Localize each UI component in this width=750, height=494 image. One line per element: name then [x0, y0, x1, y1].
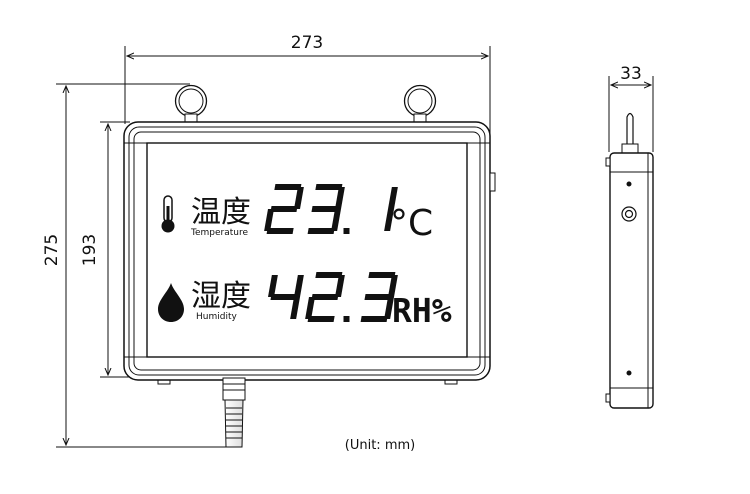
humidity-label-en: Humidity [196, 312, 237, 322]
decimal-point [343, 228, 350, 234]
display-digit [307, 184, 345, 234]
digit-segment [290, 297, 300, 319]
total-height-dimension [56, 83, 235, 448]
display-digit [305, 272, 345, 322]
digit-segment [307, 228, 335, 234]
digit-segment [266, 228, 294, 234]
digit-segment [384, 209, 394, 231]
digit-segment [305, 297, 315, 319]
side-view [605, 112, 654, 409]
unit-note: (Unit: mm) [345, 438, 415, 453]
digit-segment [307, 316, 335, 322]
water-drop-icon [158, 283, 184, 322]
depth-dimension [608, 76, 654, 152]
total-height-label: 275 [42, 234, 62, 266]
digit-segment [388, 187, 398, 209]
display-digit [384, 187, 398, 231]
hanging-ring-left [174, 84, 208, 124]
sensor-probe [222, 377, 246, 448]
digit-segment [368, 272, 396, 278]
temperature-unit: °C [390, 203, 433, 244]
digit-segment [270, 294, 298, 300]
digit-segment [311, 206, 339, 212]
front-view: 温度 Temperature °C 湿度 Humidity RH% [123, 84, 496, 448]
humidity-label-cn: 湿度 [191, 279, 251, 314]
temperature-label-en: Temperature [190, 228, 248, 238]
width-label: 273 [291, 33, 323, 53]
thermometer-icon [161, 195, 175, 233]
humidity-unit: RH% [392, 291, 452, 330]
digit-segment [311, 294, 339, 300]
digit-segment [264, 209, 274, 231]
display-digit [360, 272, 398, 322]
digit-segment [294, 275, 304, 297]
digit-segment [294, 187, 304, 209]
humidity-value [268, 272, 398, 322]
display-digit [268, 275, 304, 319]
temperature-label-cn: 温度 [191, 195, 251, 230]
decimal-point [343, 316, 350, 322]
digit-segment [335, 187, 345, 209]
digit-segment [335, 275, 345, 297]
digit-segment [315, 272, 343, 278]
digit-segment [360, 316, 388, 322]
digit-segment [331, 209, 341, 231]
body-height-label: 193 [80, 234, 100, 266]
digit-segment [384, 297, 394, 319]
display-digit [264, 184, 304, 234]
temperature-value [264, 184, 398, 234]
depth-label: 33 [620, 64, 642, 84]
digit-segment [268, 275, 278, 297]
digit-segment [315, 184, 343, 190]
digit-segment [270, 206, 298, 212]
hanging-ring-right [403, 84, 437, 124]
digit-segment [388, 275, 398, 297]
body-height-dimension [100, 121, 130, 378]
housing-frame [123, 121, 496, 385]
digit-segment [364, 294, 392, 300]
digit-segment [274, 184, 302, 190]
